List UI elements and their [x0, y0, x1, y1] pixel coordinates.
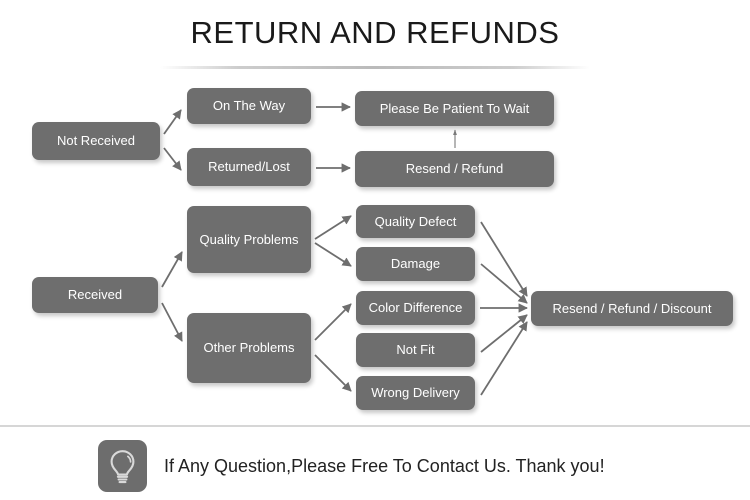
footer-divider: [0, 425, 750, 427]
flow-node-other-problems: Other Problems: [187, 313, 311, 383]
flow-node-damage: Damage: [356, 247, 475, 281]
footer-text: If Any Question,Please Free To Contact U…: [164, 455, 605, 476]
flow-node-received: Received: [32, 277, 158, 313]
flow-node-quality-defect: Quality Defect: [356, 205, 475, 238]
edge-other-problems-to-wrong-delivery: [314, 354, 352, 392]
lightbulb-icon: [98, 440, 147, 492]
footer: If Any Question,Please Free To Contact U…: [98, 440, 605, 492]
edge-quality-problems-to-damage: [314, 242, 352, 267]
flow-node-resend-refund-discount: Resend / Refund / Discount: [531, 291, 733, 326]
edge-received-to-other-problems: [161, 302, 183, 342]
edge-wrong-delivery-to-result: [480, 321, 528, 396]
flow-node-wrong-delivery: Wrong Delivery: [356, 376, 475, 410]
edge-other-problems-to-color-difference: [314, 303, 352, 341]
page-title: RETURN AND REFUNDS: [190, 15, 560, 50]
edge-not-fit-to-result: [480, 314, 528, 353]
flow-node-on-the-way: On The Way: [187, 88, 311, 124]
title-divider: [160, 66, 590, 69]
edge-not-received-to-on-the-way: [163, 109, 182, 135]
edge-quality-problems-to-quality-defect: [314, 215, 352, 240]
flow-node-please-be-patient: Please Be Patient To Wait: [355, 91, 554, 126]
flow-node-not-fit: Not Fit: [356, 333, 475, 367]
flow-node-not-received: Not Received: [32, 122, 160, 160]
edge-damage-to-result: [480, 263, 528, 304]
flow-node-quality-problems: Quality Problems: [187, 206, 311, 273]
flow-node-resend-refund: Resend / Refund: [355, 151, 554, 187]
flow-node-returned-lost: Returned/Lost: [187, 148, 311, 186]
edge-not-received-to-returned-lost: [163, 147, 182, 171]
edge-quality-defect-to-result: [480, 221, 528, 297]
flow-node-color-difference: Color Difference: [356, 291, 475, 325]
edge-received-to-quality-problems: [161, 251, 183, 288]
